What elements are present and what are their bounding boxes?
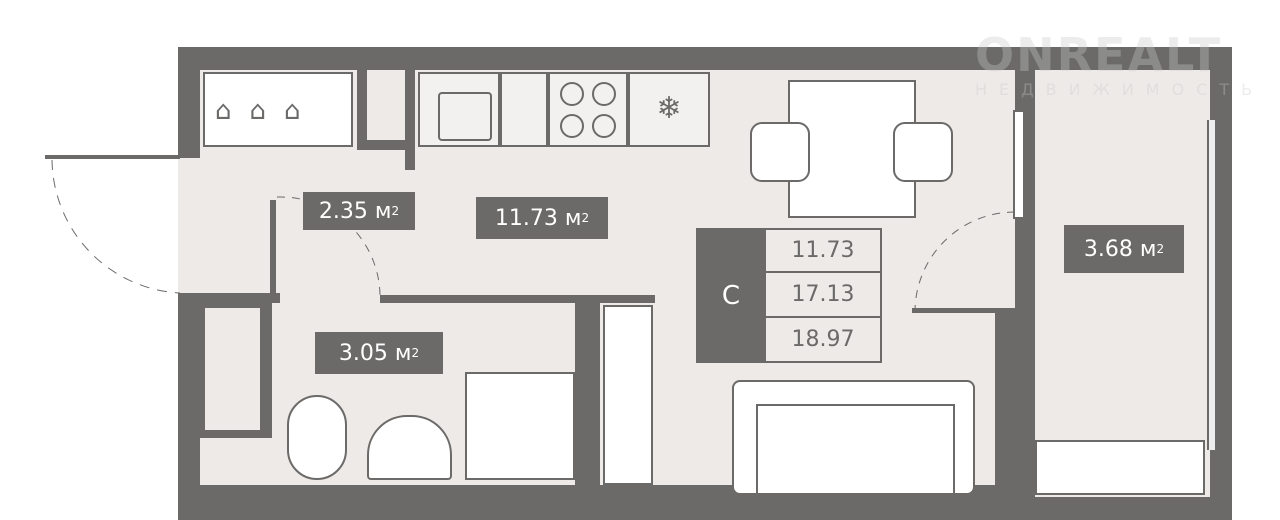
bath-wall-right <box>575 303 600 485</box>
balcony-floor <box>1035 70 1210 497</box>
hall-wall-v <box>270 200 276 303</box>
balcony-door-swing <box>914 211 1016 310</box>
closet-inner <box>205 308 260 430</box>
entrance-door-leaf <box>45 155 180 159</box>
entrance-opening <box>178 158 202 293</box>
closet-right <box>603 305 653 485</box>
summary-letter: С <box>721 280 741 311</box>
chair-right <box>893 122 953 182</box>
unit: м <box>564 205 582 231</box>
hall-area: 2.35 <box>318 198 368 224</box>
summary-value-living: 11.73 <box>764 228 882 273</box>
kitchen-sink <box>418 72 500 147</box>
shower <box>465 372 575 480</box>
niche-wall <box>357 70 367 150</box>
kitchen-area: 11.73 <box>494 205 558 231</box>
watermark-subtitle: НЕДВИЖИМОСТЬ <box>975 80 1265 99</box>
wardrobe: ⌂⌂⌂ <box>203 72 353 147</box>
niche-wall-2 <box>357 140 407 150</box>
entrance-door-swing <box>51 159 181 294</box>
balcony-area: 3.68 <box>1083 236 1133 262</box>
stove <box>548 72 628 147</box>
bath-wall-top <box>380 295 655 303</box>
balcony-wall-top <box>1015 70 1035 115</box>
bathroom-area: 3.05 <box>338 340 388 366</box>
washbasin <box>367 415 452 480</box>
balcony-window <box>1207 120 1217 450</box>
chair-left <box>750 122 810 182</box>
sofa <box>732 380 975 498</box>
balcony-door-frame <box>1013 110 1025 219</box>
watermark-brand: ONREALT <box>975 28 1223 82</box>
unit: м <box>394 340 412 366</box>
toilet <box>287 395 347 480</box>
unit: м <box>1139 236 1157 262</box>
fridge: ❄ <box>628 72 710 147</box>
summary-value-with-balcony: 18.97 <box>764 316 882 363</box>
hall-wall <box>178 293 280 303</box>
summary-value-total: 17.13 <box>764 271 882 318</box>
niche-wall-3 <box>405 70 415 170</box>
summary-label: С <box>696 228 766 363</box>
balcony-shelf <box>1035 440 1205 495</box>
counter <box>500 72 548 147</box>
balcony-wall-h <box>912 308 1035 313</box>
unit: м <box>374 198 392 224</box>
balcony-wall <box>995 310 1035 497</box>
